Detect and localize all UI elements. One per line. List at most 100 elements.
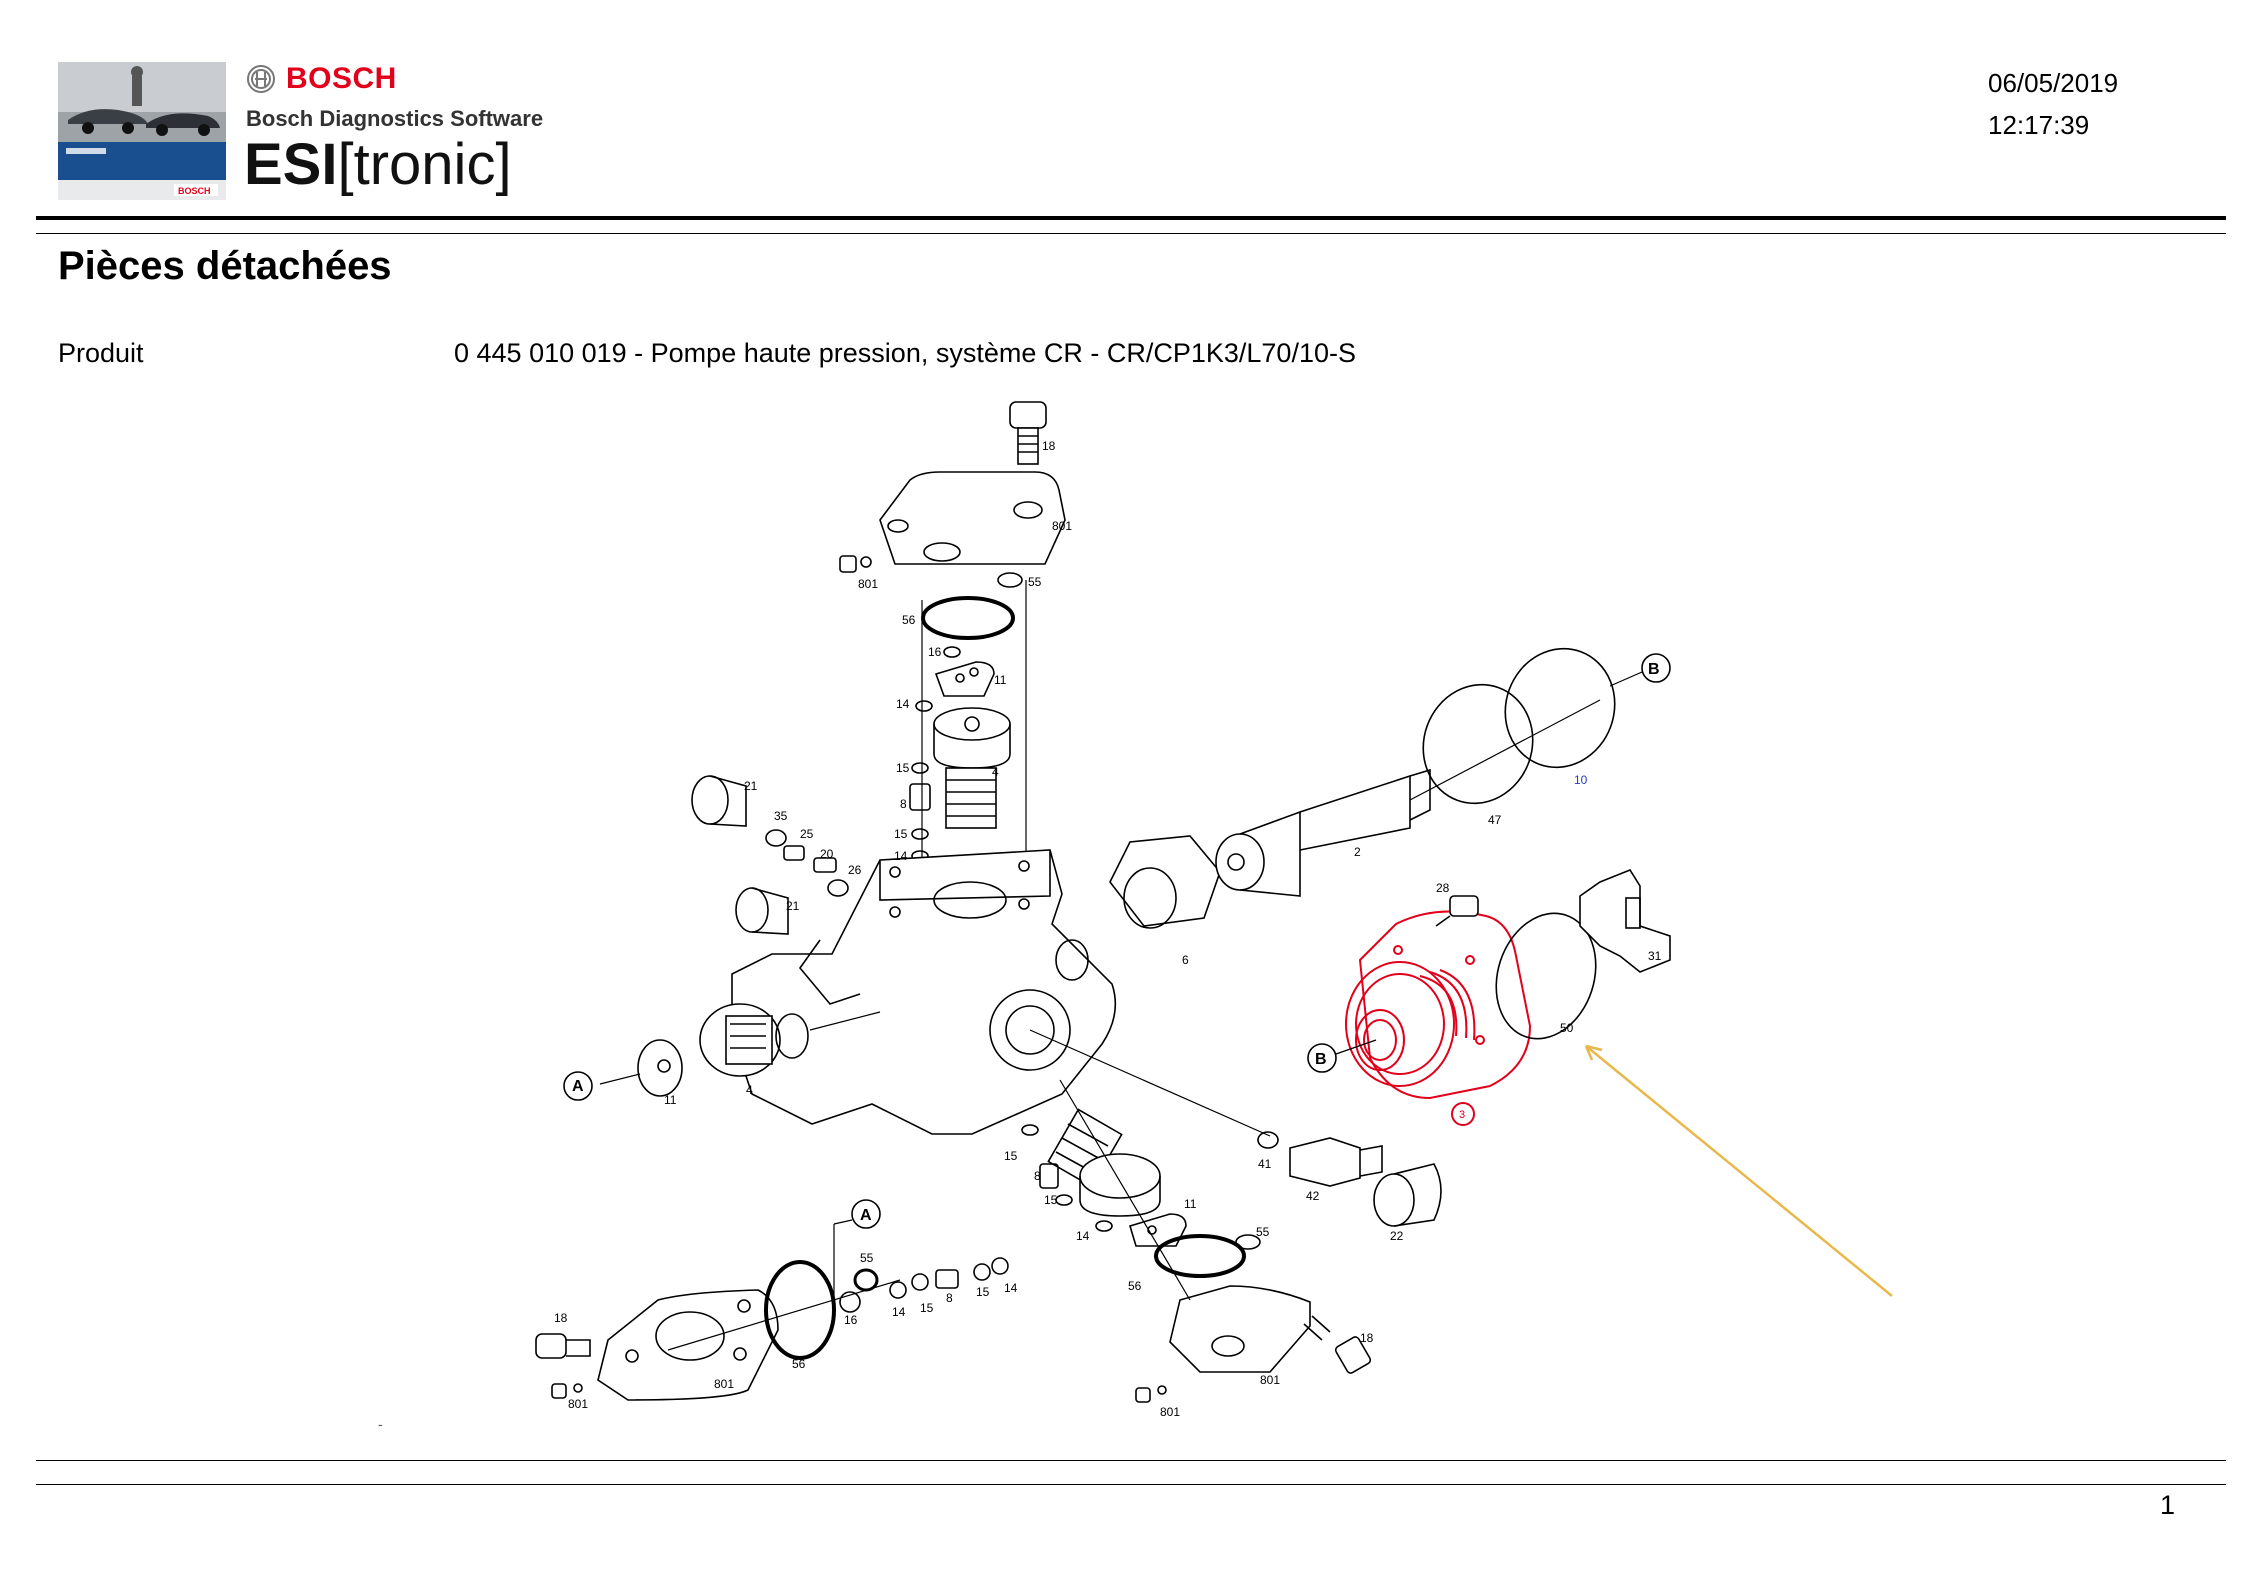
part-pin-25[interactable] [783,845,805,861]
part-screw-18-lower[interactable] [1303,1315,1372,1374]
part-pin-8-left[interactable] [935,1269,959,1289]
part-oring-10[interactable] [1489,633,1632,783]
part-fitting-42[interactable] [1289,1137,1383,1187]
callout-label: 8 [1034,1169,1041,1183]
callout-label: 14 [892,1305,906,1319]
callout-label: 47 [1488,813,1502,827]
callout-label: B [1648,661,1660,678]
print-time: 12:17:39 [1988,110,2090,140]
callout-label: 14 [1004,1281,1018,1295]
part-ring-15c[interactable] [1055,1194,1073,1206]
product-name-bold: ESI [244,132,338,197]
part-nut-6[interactable] [1109,835,1221,929]
part-plug-21-upper[interactable] [691,775,747,827]
callout-label: A [572,1078,584,1095]
part-screw-28[interactable] [1435,895,1479,927]
callout-label: 18 [554,1311,568,1325]
part-valve-11-left[interactable] [637,1039,683,1097]
callout-label: 14 [896,697,910,711]
part-valve-4-lower[interactable] [1047,1108,1161,1217]
callout-label: 31 [1648,949,1662,963]
part-ring-41[interactable] [1257,1131,1279,1149]
callout-label: 35 [774,809,788,823]
part-screw-18-left[interactable] [535,1333,591,1359]
callout-label: 801 [858,577,878,591]
product-name: ESI[tronic] [244,136,512,194]
part-cover-801-lower[interactable] [1169,1285,1311,1373]
footer-rule-bottom [36,1484,2226,1485]
part-ring-16[interactable] [943,646,961,658]
part-oring-50[interactable] [1481,900,1612,1051]
product-name-rest: [tronic] [337,132,512,197]
callout-label: 50 [1560,1021,1574,1035]
callout-label: 21 [744,779,758,793]
part-valve-11-top[interactable] [934,661,995,697]
callout-label: 801 [1160,1405,1180,1419]
product-label: Produit [58,338,144,368]
callout-label: 11 [994,673,1007,687]
part-oring-56-left[interactable] [764,1260,836,1360]
part-oring-47[interactable] [1407,669,1550,819]
callout-label: 6 [1182,953,1189,967]
callout-label: 801 [1260,1373,1280,1387]
callout-label: 15 [920,1301,934,1315]
callout-label: A [860,1207,872,1224]
callout-label: 55 [860,1251,874,1265]
part-valve-11-lower[interactable] [1129,1213,1187,1247]
part-ring-16-left[interactable] [839,1291,861,1313]
callout-label: 15 [896,761,910,775]
part-plug-21-lower[interactable] [735,887,789,935]
part-ring-15-lower[interactable] [1021,1124,1039,1136]
part-coupling-31[interactable] [1579,869,1671,973]
part-shaft-2[interactable] [1215,768,1431,897]
part-screw-18-top[interactable] [1009,401,1047,465]
callout-label: 14 [1076,1229,1090,1243]
annotation-arrow [1584,1044,1893,1297]
part-pin-8[interactable] [909,783,931,811]
part-cap-22[interactable] [1373,1163,1442,1227]
part-spring-20[interactable] [813,857,837,873]
part-ring-15b[interactable] [911,828,929,840]
part-screw-801-lower[interactable] [1135,1385,1167,1403]
callout-label: 42 [1306,1189,1320,1203]
part-valve-4-top[interactable] [933,707,1011,829]
part-screw-801-bottom-left[interactable] [551,1383,583,1399]
part-top-cover[interactable] [879,471,1066,565]
part-ring-14[interactable] [915,700,933,712]
part-seal-55-top[interactable] [997,572,1023,588]
part-oring-56-top[interactable] [921,596,1015,640]
bosch-armature-icon [247,65,275,93]
part-pin-8-lower[interactable] [1039,1163,1059,1189]
part-flange-3-highlighted[interactable] [1345,910,1532,1126]
part-ring-14-left2[interactable] [991,1257,1009,1275]
part-ring-15-left2[interactable] [973,1263,991,1281]
part-oring-56-lower[interactable] [1154,1234,1246,1278]
part-ring-35[interactable] [765,829,787,847]
callout-label: 801 [1052,519,1072,533]
callout-b-top-icon [1641,653,1671,683]
part-ring-14c[interactable] [1095,1220,1113,1232]
part-ring-15[interactable] [911,762,929,774]
callout-label: 56 [1128,1279,1142,1293]
part-cover-801-left[interactable] [597,1289,779,1401]
part-pump-body[interactable] [731,849,1117,1135]
callout-label: 55 [1256,1225,1270,1239]
part-ring-14-left[interactable] [889,1281,907,1299]
part-screw-801-left[interactable] [839,555,872,573]
callout-label: 16 [844,1313,858,1327]
callout-label: 4 [992,765,999,779]
callout-label: 16 [928,645,942,659]
callout-label: 11 [664,1093,677,1107]
callout-label: 22 [1390,1229,1404,1243]
callout-label: 8 [900,797,907,811]
callout-label: 11 [1184,1197,1197,1211]
part-ring-26[interactable] [827,879,849,897]
part-valve-4-left[interactable] [699,1003,809,1077]
part-seal-55-left[interactable] [853,1268,879,1292]
callout-label: 28 [1436,881,1450,895]
part-seal-55-lower[interactable] [1235,1234,1261,1250]
callout-label: 3 [1459,1109,1465,1121]
part-ring-15-left[interactable] [911,1273,929,1291]
callout-label: 56 [792,1357,806,1371]
footer-rule-top [36,1460,2226,1461]
